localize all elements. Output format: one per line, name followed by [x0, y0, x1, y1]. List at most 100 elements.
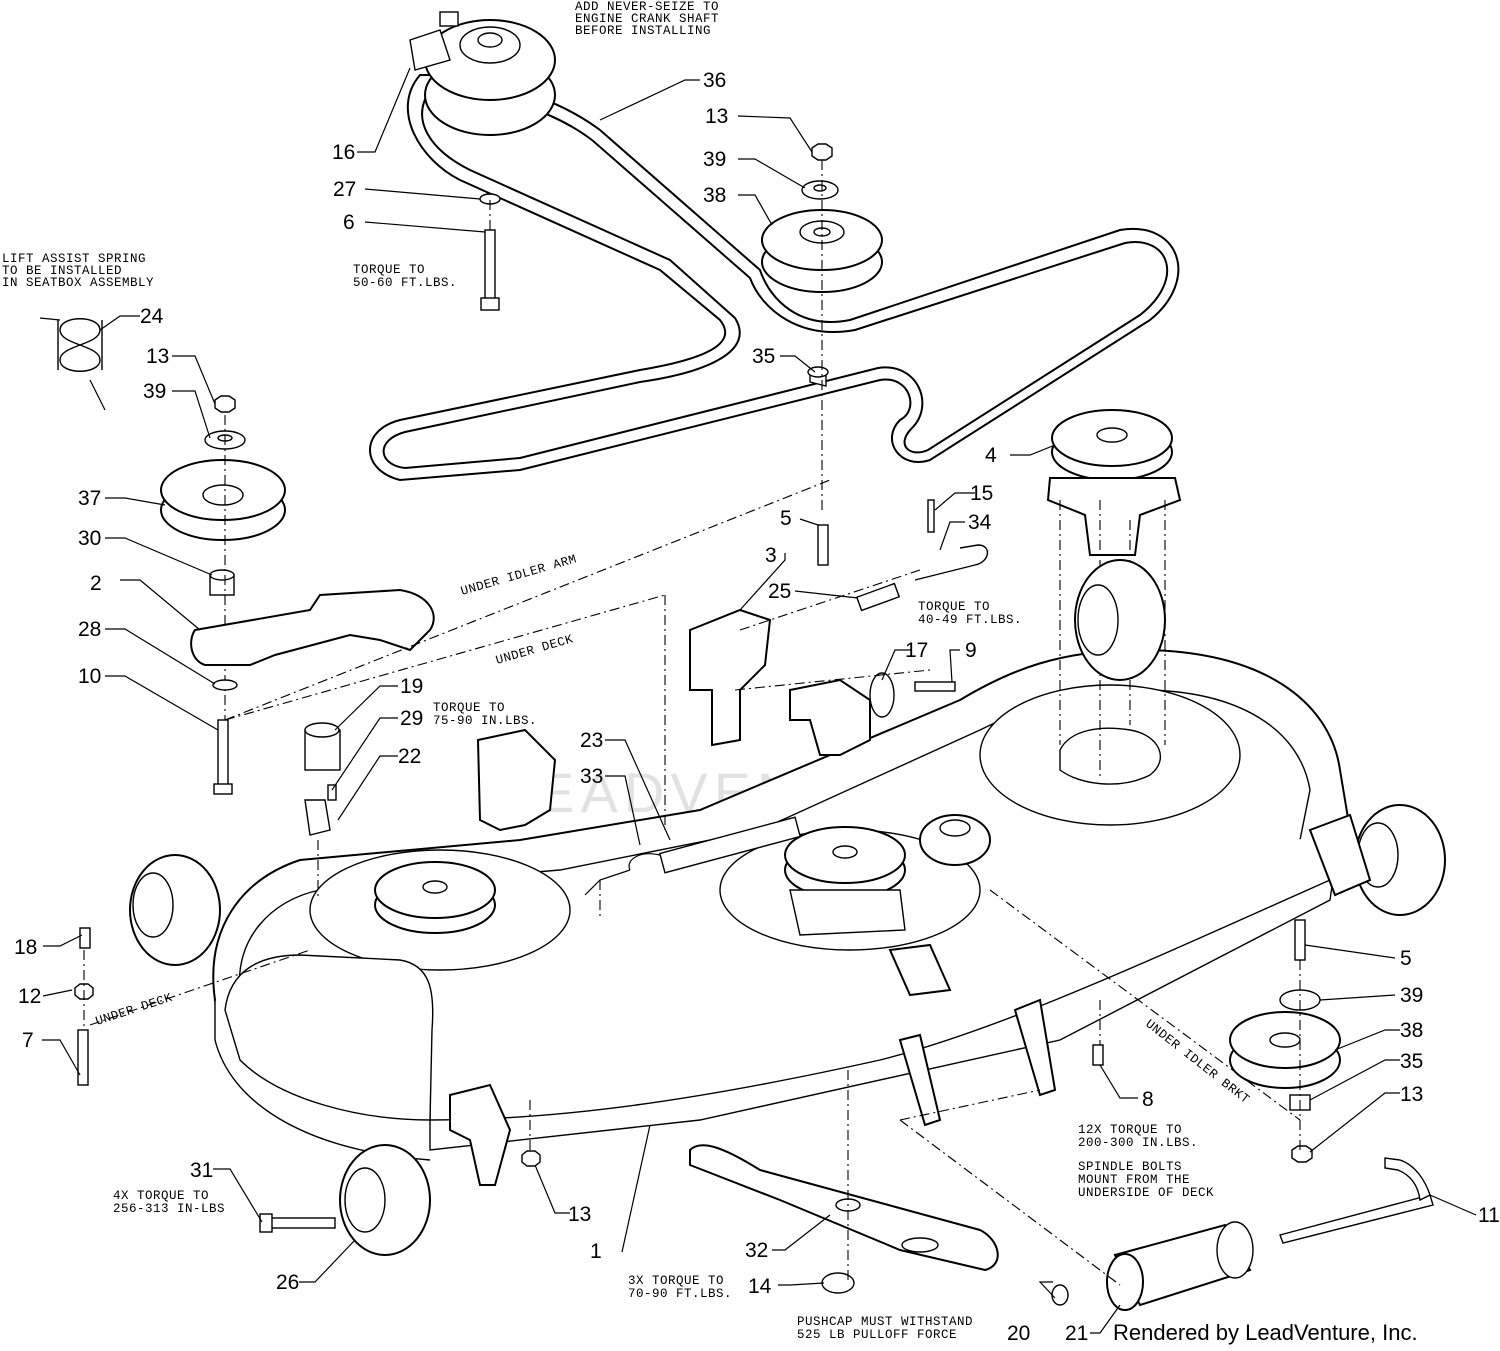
callout-23: 23	[580, 729, 603, 752]
dashed-guides	[89, 200, 1301, 1286]
callout-8: 8	[1142, 1088, 1154, 1111]
callout-7: 7	[22, 1029, 34, 1052]
note-lift-assist-1: LIFT ASSIST SPRING	[2, 252, 146, 266]
callout-13-front: 13	[568, 1203, 591, 1226]
callout-5-lower: 5	[1400, 947, 1412, 970]
note-never-seize-1: ADD NEVER-SEIZE TO	[575, 0, 719, 14]
note-torque-50-60-2: 50-60 FT.LBS.	[353, 276, 457, 290]
callout-19: 19	[400, 675, 423, 698]
spring-25	[855, 582, 901, 612]
callout-34: 34	[968, 511, 992, 534]
callout-5-upper: 5	[780, 507, 792, 530]
center-idler-cup	[919, 814, 991, 866]
callout-32: 32	[745, 1239, 768, 1262]
bolt-9	[914, 681, 956, 692]
callout-26: 26	[276, 1271, 299, 1294]
callout-33: 33	[580, 765, 603, 788]
callout-39-top: 39	[703, 148, 726, 171]
bolt-31	[259, 1213, 336, 1233]
bolt-10	[213, 719, 233, 795]
bracket-3	[689, 608, 772, 747]
note-torque-12x-2: 200-300 IN.LBS.	[1078, 1136, 1198, 1150]
callout-6: 6	[343, 211, 355, 234]
idler-arm	[190, 588, 435, 666]
callout-12: 12	[18, 985, 41, 1008]
note-torque-12x-1: 12X TORQUE TO	[1078, 1123, 1182, 1137]
note-spindle-bolts-3: UNDERSIDE OF DECK	[1078, 1186, 1214, 1200]
callout-16: 16	[332, 141, 355, 164]
callout-38-top: 38	[703, 184, 726, 207]
nut-14	[821, 1272, 855, 1294]
note-never-seize-3: BEFORE INSTALLING	[575, 24, 711, 38]
callout-13-left: 13	[146, 345, 169, 368]
callout-1: 1	[590, 1240, 602, 1263]
callout-21: 21	[1065, 1322, 1088, 1345]
left-bracket	[476, 728, 557, 832]
callout-14: 14	[748, 1275, 772, 1298]
callout-13-right: 13	[1400, 1083, 1423, 1106]
callout-22: 22	[398, 745, 421, 768]
note-torque-40-49-1: TORQUE TO	[918, 600, 990, 614]
callout-29: 29	[400, 707, 423, 730]
wheel-right	[1308, 804, 1446, 916]
note-torque-75-90-1: TORQUE TO	[433, 701, 505, 715]
pin-18	[79, 927, 91, 949]
bolt-8	[1092, 1044, 1104, 1066]
callout-17: 17	[905, 639, 928, 662]
label-under-idler-arm: UNDER IDLER ARM	[459, 552, 578, 599]
screw-29	[327, 784, 337, 801]
bracket-mount	[789, 678, 871, 756]
callout-3: 3	[765, 544, 777, 567]
note-spindle-bolts-2: MOUNT FROM THE	[1078, 1173, 1190, 1187]
callout-39-left: 39	[143, 380, 166, 403]
callout-37: 37	[78, 487, 101, 510]
washer-28	[212, 679, 238, 691]
label-under-deck-left: UNDER DECK	[94, 991, 174, 1029]
wheel-left	[129, 854, 221, 966]
fitting-22	[304, 799, 331, 836]
note-lift-assist-3: IN SEATBOX ASSEMBLY	[2, 276, 154, 290]
note-torque-3x-2: 70-90 FT.LBS.	[628, 1287, 732, 1301]
callout-28: 28	[78, 618, 101, 641]
axle-11	[1279, 1157, 1434, 1244]
callout-24: 24	[140, 305, 164, 328]
deck-pulley-center	[784, 826, 906, 936]
callout-numbers: 1 2 3 4 5 5 6 7 8 9 10 11 12 13 13 13 13…	[14, 69, 1500, 1345]
callout-27: 27	[333, 178, 356, 201]
knob-19	[304, 722, 341, 771]
callout-2: 2	[90, 572, 102, 595]
callout-25: 25	[768, 580, 791, 603]
callout-18: 18	[14, 936, 37, 959]
note-never-seize-2: ENGINE CRANK SHAFT	[575, 12, 719, 26]
callout-10: 10	[78, 665, 101, 688]
note-torque-50-60-1: TORQUE TO	[353, 263, 425, 277]
callout-9: 9	[965, 639, 977, 662]
callout-38-right: 38	[1400, 1019, 1423, 1042]
note-lift-assist-2: TO BE INSTALLED	[2, 264, 122, 278]
callout-20: 20	[1007, 1322, 1030, 1345]
engine-clutch-pulley	[409, 11, 556, 136]
wheel-rear-right	[1074, 559, 1166, 681]
deck-pulley-left	[374, 861, 496, 934]
lift-assist-spring	[39, 317, 106, 411]
pin-5-upper	[817, 524, 829, 566]
note-pushcap-1: PUSHCAP MUST WITHSTAND	[797, 1315, 973, 1329]
callout-13-top: 13	[705, 105, 728, 128]
callout-39-right: 39	[1400, 984, 1423, 1007]
pushcap-20	[1051, 1284, 1069, 1306]
credit-text: Rendered by LeadVenture, Inc.	[1113, 1320, 1418, 1345]
note-torque-75-90-2: 75-90 IN.LBS.	[433, 714, 537, 728]
callout-31: 31	[190, 1159, 213, 1182]
bolt-7	[77, 1029, 89, 1086]
note-spindle-bolts-1: SPINDLE BOLTS	[1078, 1160, 1182, 1174]
label-under-deck-top: UNDER DECK	[494, 632, 575, 668]
note-torque-4x-1: 4X TORQUE TO	[113, 1189, 209, 1203]
right-idler-stack	[1229, 919, 1341, 1163]
note-pushcap-2: 525 LB PULLOFF FORCE	[797, 1328, 957, 1342]
callout-30: 30	[78, 527, 101, 550]
note-torque-40-49-2: 40-49 FT.LBS.	[918, 613, 1022, 627]
callout-4: 4	[985, 444, 997, 467]
drive-belt	[369, 74, 1180, 482]
note-torque-3x-1: 3X TORQUE TO	[628, 1274, 724, 1288]
callout-35-top: 35	[752, 345, 775, 368]
